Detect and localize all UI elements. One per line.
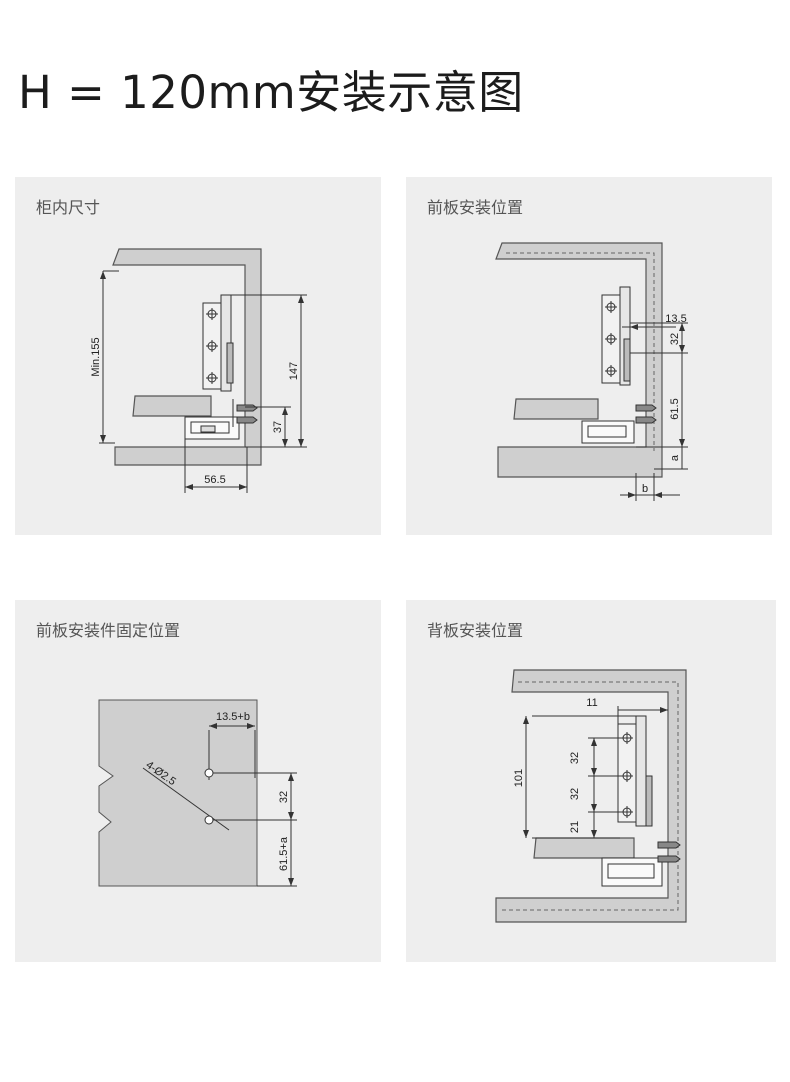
panel-front-fitting-position: 前板安装件固定位置 13.5+b 4-Ø2.5 32 61.5+a xyxy=(15,600,381,962)
cabinet-board xyxy=(495,242,663,478)
label-32: 32 xyxy=(669,333,681,345)
back-install-diagram: 11 101 32 32 21 xyxy=(495,669,687,923)
label-13-5-b: 13.5+b xyxy=(216,711,250,723)
screws xyxy=(635,404,657,424)
bracket-body xyxy=(635,715,647,827)
label-56-5: 56.5 xyxy=(204,474,225,486)
screws xyxy=(657,841,681,863)
mounting-holes xyxy=(204,768,214,825)
label-32: 32 xyxy=(278,791,290,803)
panel-title: 前板安装位置 xyxy=(427,198,524,217)
label-32-a: 32 xyxy=(569,752,581,764)
dimension-arrows xyxy=(523,707,668,838)
page-title: H = 120mm安装示意图 xyxy=(18,66,524,119)
bracket-holes xyxy=(605,301,617,377)
bracket-holes xyxy=(621,732,633,818)
drawer-bottom-board xyxy=(132,395,212,417)
dimension-arrows xyxy=(100,271,304,490)
label-32-b: 32 xyxy=(569,788,581,800)
dimension-lines xyxy=(525,706,668,839)
bracket-clip xyxy=(226,342,234,384)
label-101: 101 xyxy=(513,769,525,787)
panel-title: 前板安装件固定位置 xyxy=(36,621,181,640)
label-61-5: 61.5 xyxy=(669,398,681,419)
label-b: b xyxy=(642,483,648,495)
bracket-holes xyxy=(206,308,218,384)
front-install-diagram: 13.5 32 61.5 a b xyxy=(495,242,688,501)
cabinet-dimensions-diagram: Min.155 147 37 56.5 xyxy=(90,248,307,493)
drawer-bottom-board xyxy=(533,837,635,859)
panel-cabinet-dimensions: 柜内尺寸 xyxy=(15,177,381,535)
label-13-5: 13.5 xyxy=(665,313,686,325)
drawer-bottom-board xyxy=(513,398,599,420)
label-min-155: Min.155 xyxy=(90,337,102,376)
dimension-arrows xyxy=(209,723,294,886)
label-a: a xyxy=(669,454,681,461)
label-147: 147 xyxy=(288,362,300,380)
front-fitting-diagram: 13.5+b 4-Ø2.5 32 61.5+a xyxy=(98,699,297,887)
cabinet-board xyxy=(495,669,687,923)
panel-front-install-position: 前板安装位置 xyxy=(406,177,772,535)
panel-title: 背板安装位置 xyxy=(427,621,524,640)
panel-title: 柜内尺寸 xyxy=(36,198,101,217)
label-37: 37 xyxy=(272,421,284,433)
label-11: 11 xyxy=(586,697,597,709)
dimension-arrows xyxy=(628,323,685,498)
slide-rail xyxy=(601,857,663,887)
label-61-5-a: 61.5+a xyxy=(278,836,290,871)
panel-back-install-position: 背板安装位置 xyxy=(406,600,776,962)
label-21: 21 xyxy=(569,821,581,833)
cabinet-board xyxy=(112,248,262,466)
dimension-lines xyxy=(99,270,307,493)
